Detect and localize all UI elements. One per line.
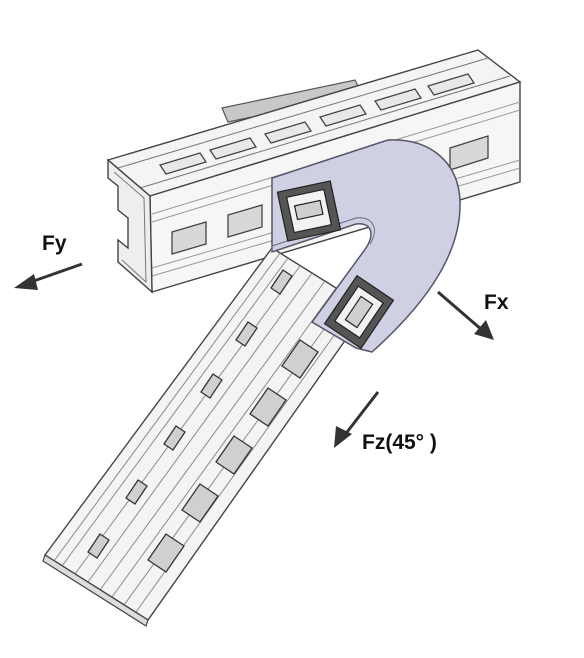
force-fz-arrowhead [334,426,352,448]
slot [158,152,208,175]
diagonal-channel-face [43,247,369,621]
force-fy: Fy [14,232,83,290]
force-fx-arrow [437,290,483,332]
slot [147,533,185,573]
force-fz-label: Fz(45° ) [362,431,437,454]
top-face-slots [158,73,476,175]
slot [263,121,313,144]
connector-bracket [271,139,461,353]
force-fy-arrowhead [14,274,38,290]
bolt-slot [344,295,374,329]
slot [270,269,293,295]
slot [235,321,258,347]
slot [249,387,287,427]
slot [163,425,186,451]
slot [171,221,207,255]
lower-bolt [323,274,395,350]
slot [449,135,489,171]
front-face-slots [171,135,489,255]
slot [227,204,263,238]
force-fy-label: Fy [42,232,67,255]
slot [373,88,423,111]
slot [87,533,110,559]
force-fx: Fx [437,290,509,340]
diagonal-channel-end [42,554,149,627]
force-fx-arrowhead [474,320,494,340]
force-fx-label: Fx [484,291,509,314]
slot [215,435,253,475]
diagonal-slots-left [87,269,293,559]
force-fz: Fz(45° ) [334,391,437,454]
slot [318,104,368,127]
slot [426,73,476,96]
upper-bolt [276,180,342,242]
slot [125,479,148,505]
slot [200,373,223,399]
force-fy-arrow [27,262,83,285]
slot [181,483,219,523]
diagonal-channel [42,247,369,627]
slot [281,339,319,379]
bolt-slot [293,199,324,221]
horizontal-channel-end-profile [107,158,153,294]
force-fz-arrow [342,391,380,437]
diagonal-slots-right [147,339,319,573]
slot [208,137,258,160]
